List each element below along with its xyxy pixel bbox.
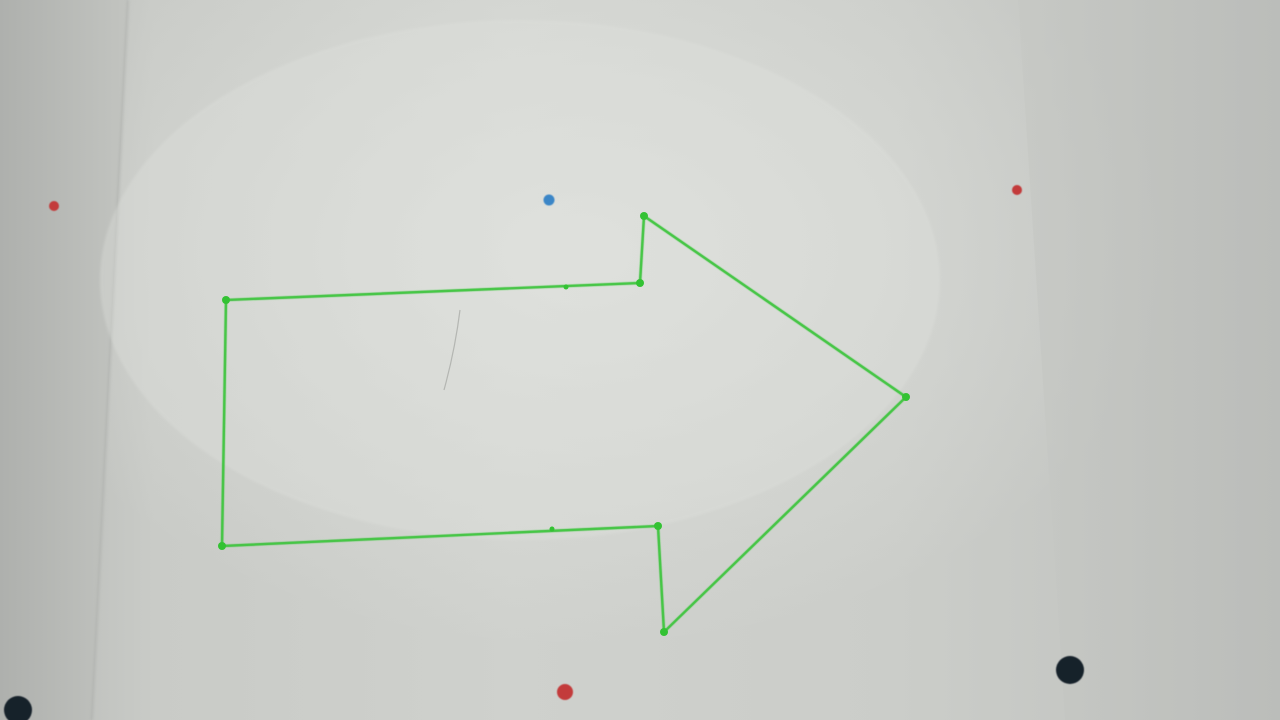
red-dot-bottom-center (557, 684, 573, 700)
red-dot-top-right (1012, 185, 1022, 195)
pencil-stray-mark (443, 309, 461, 391)
arrow-vertex (563, 284, 569, 290)
red-dot-top-left (49, 201, 59, 211)
arrow-vertex-dots (218, 212, 910, 636)
blue-dot-top-center (543, 194, 555, 206)
right-background-strip (1018, 0, 1280, 720)
paper-edge-left (91, 0, 129, 720)
black-dot-bottom-left (4, 696, 32, 720)
paper-highlight (100, 20, 940, 540)
arrow-green-outline (220, 214, 908, 634)
black-dot-bottom-right (1056, 656, 1084, 684)
arrow-vertex (640, 212, 648, 220)
arrow-vertex (902, 393, 910, 401)
arrow-vertex (549, 526, 555, 532)
arrow-vertex (636, 279, 644, 287)
arrow-vertex (654, 522, 662, 530)
arrow-vertex (218, 542, 226, 550)
arrow-vertex (660, 628, 668, 636)
arrow-vertex (222, 296, 230, 304)
left-background-strip (0, 0, 128, 720)
